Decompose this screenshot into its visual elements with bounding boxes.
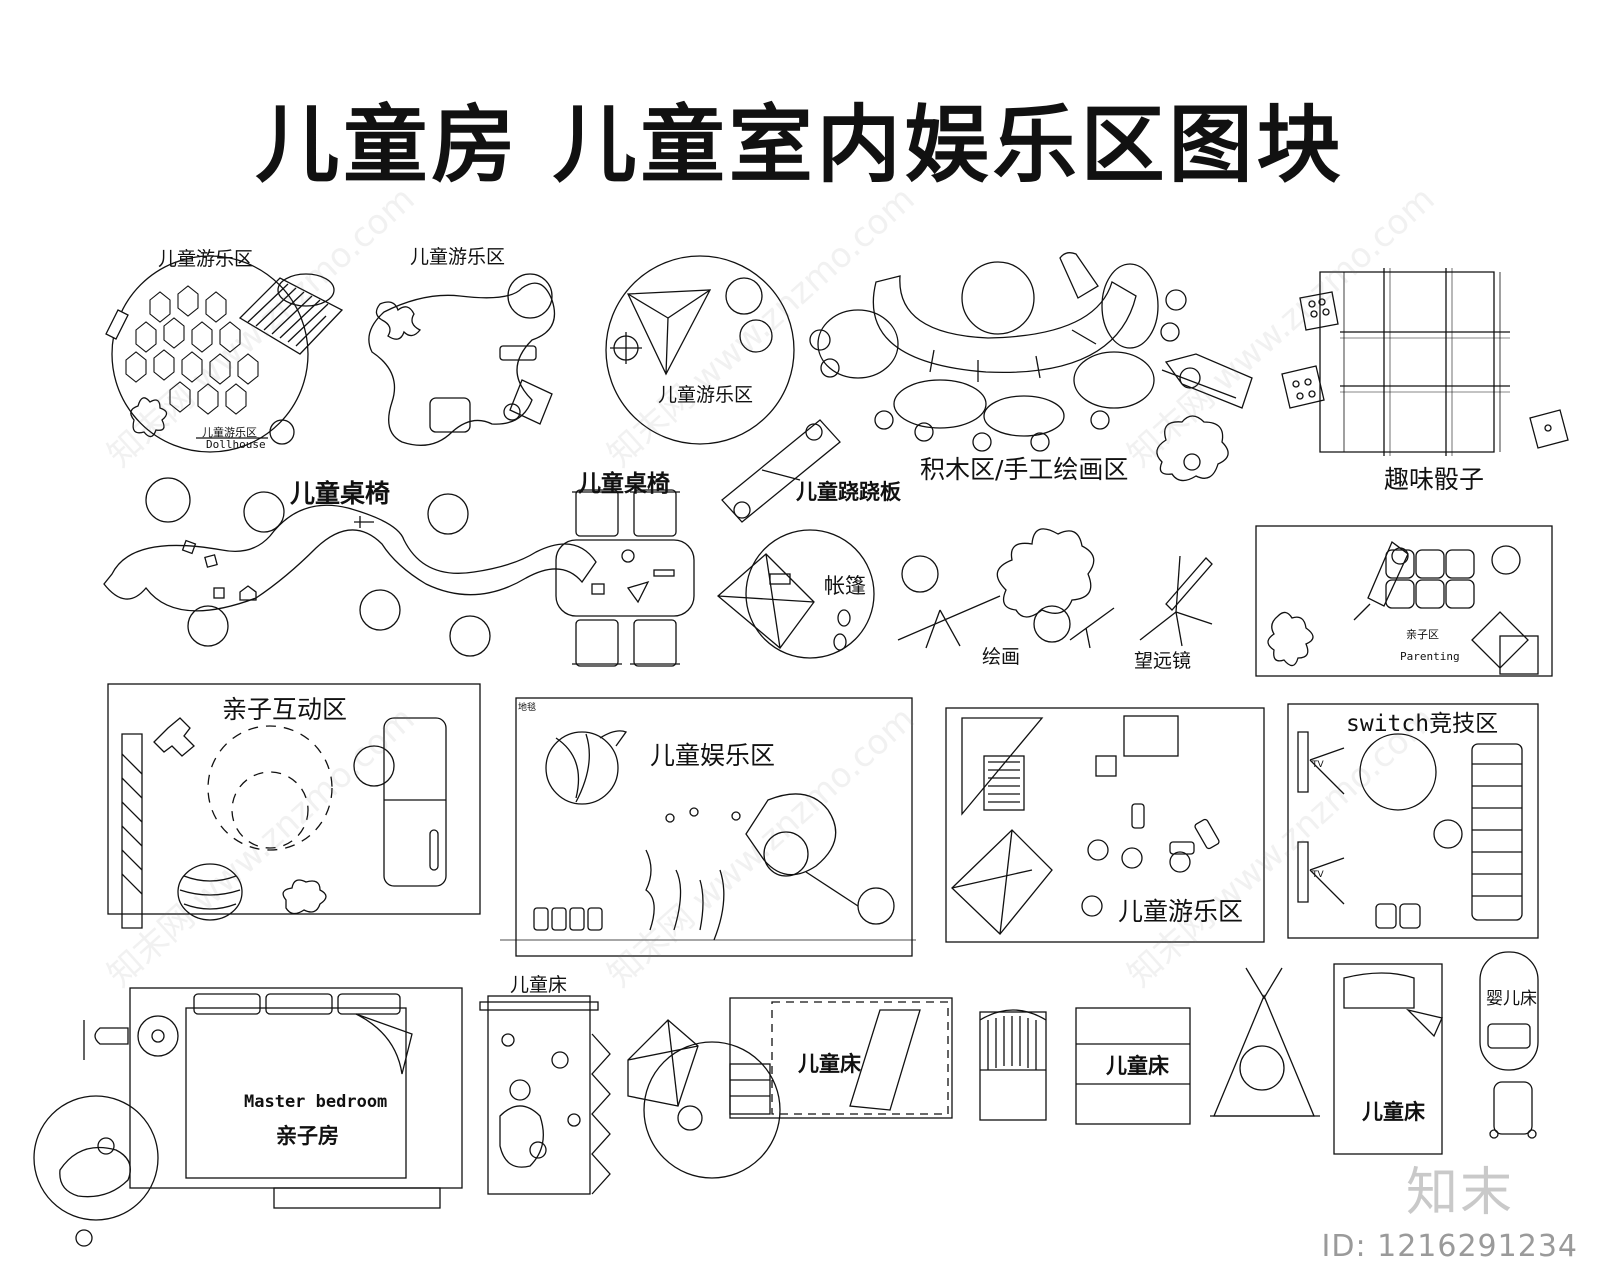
label-switch: switch竞技区 [1346, 711, 1499, 737]
blocks-craft-table-block [809, 252, 1253, 482]
label-master-cn: 亲子房 [276, 1124, 339, 1148]
switch-arena-block [1287, 703, 1539, 939]
dollhouse-play-block [105, 255, 344, 453]
entertainment-zone-block [500, 697, 916, 957]
label-play-area-3: 儿童游乐区 [658, 384, 754, 406]
desk-chair-set-block [555, 489, 695, 667]
label-play-area-1: 儿童游乐区 [158, 248, 254, 270]
kids-bed-3-block [1333, 963, 1443, 1155]
label-carpet: 地毯 [518, 703, 537, 713]
label-dollhouse-cn: 儿童游乐区 [202, 426, 257, 439]
label-interaction: 亲子互动区 [222, 695, 348, 724]
kids-bed-forest-block [479, 995, 611, 1195]
parenting-zone-block [1255, 525, 1553, 677]
painting-easel-block [897, 528, 1115, 649]
label-kids-bed-4: 儿童床 [1362, 1100, 1425, 1124]
pyramid-play-block [605, 255, 795, 445]
label-dollhouse-en: Dollhouse [206, 438, 266, 451]
label-tv-2: TV [1312, 870, 1324, 880]
label-master-en: Master bedroom [244, 1092, 388, 1112]
brand-logo-text: 知末 [1406, 1163, 1515, 1223]
label-blocks-craft: 积木区/手工绘画区 [920, 455, 1129, 484]
label-telescope: 望远镜 [1134, 650, 1192, 672]
label-entertainment: 儿童娱乐区 [650, 741, 776, 770]
label-parenting-cn: 亲子区 [1406, 628, 1439, 641]
play-area-blob-block [368, 273, 556, 446]
image-id: ID: 1216291234 [1321, 1229, 1578, 1264]
label-play-area-2: 儿童游乐区 [410, 246, 506, 268]
label-fun-dice: 趣味骰子 [1384, 465, 1485, 494]
wavy-desk-block [103, 477, 597, 657]
label-parenting-en: Parenting [1400, 650, 1460, 663]
bunk-bed-block [979, 1007, 1191, 1125]
umbrella-circle-block [627, 1019, 781, 1179]
seesaw-block [721, 419, 841, 523]
tent-block [717, 529, 875, 659]
label-desk-chair-2: 儿童桌椅 [578, 471, 670, 497]
tipi-bed-block [1210, 967, 1320, 1117]
label-tv-1: TV [1312, 760, 1324, 770]
interaction-zone-block [107, 683, 481, 929]
label-desk-chair-1: 儿童桌椅 [290, 479, 391, 508]
label-tent: 帐篷 [824, 574, 866, 598]
label-play-area-4: 儿童游乐区 [1118, 897, 1244, 926]
kids-bed-2-block [729, 997, 953, 1119]
fun-dice-block [1281, 268, 1569, 456]
play-zone-cars-block [945, 707, 1265, 943]
label-kids-bed-2: 儿童床 [798, 1052, 861, 1076]
telescope-block [1139, 555, 1213, 647]
master-bedroom-block [33, 987, 463, 1247]
baby-crib-block [1479, 951, 1539, 1139]
label-kids-bed-3: 儿童床 [1106, 1054, 1169, 1078]
label-kids-bed-top: 儿童床 [510, 974, 568, 996]
label-painting: 绘画 [982, 646, 1021, 668]
page-title: 儿童房 儿童室内娱乐区图块 [255, 95, 1345, 194]
label-baby-bed: 婴儿床 [1486, 989, 1537, 1009]
label-seesaw: 儿童跷跷板 [796, 480, 901, 504]
